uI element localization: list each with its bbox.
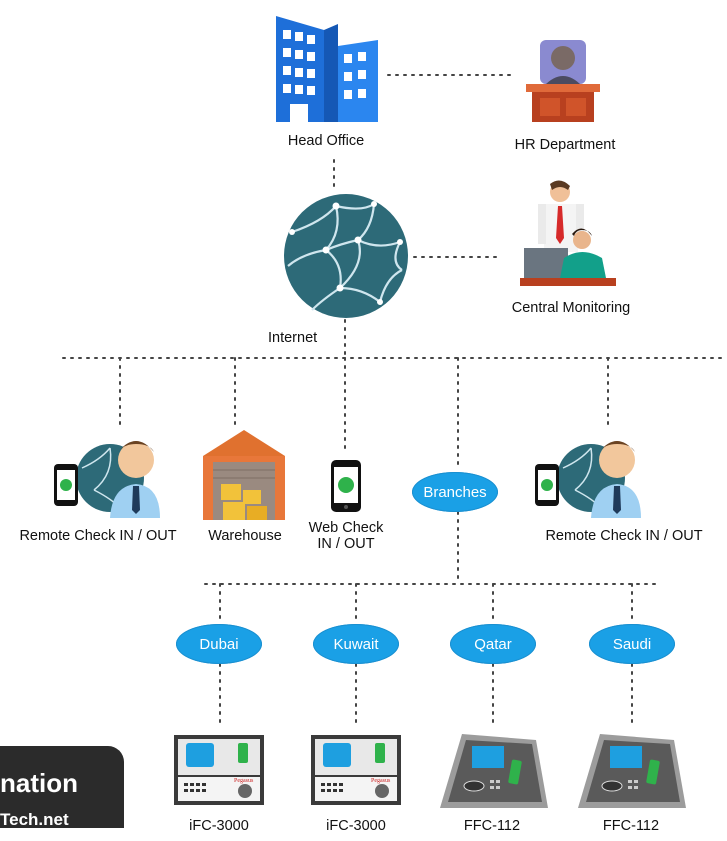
android-phone-icon bbox=[331, 460, 361, 512]
remote-check-left-label: Remote Check IN / OUT bbox=[19, 528, 177, 544]
web-check-label-line2: IN / OUT bbox=[317, 536, 375, 552]
hr-department-label: HR Department bbox=[514, 137, 616, 153]
watermark-line2: Tech.net bbox=[0, 810, 69, 828]
dubai-node: Dubai bbox=[176, 624, 262, 664]
device-label-kuwait: iFC-3000 bbox=[326, 818, 386, 834]
monitoring-team-icon bbox=[520, 180, 616, 286]
remote-user-phone-icon bbox=[54, 441, 160, 518]
biometric-terminal-icon: Pegasus bbox=[174, 735, 264, 805]
remote-user-phone-icon bbox=[535, 441, 641, 518]
face-terminal-icon bbox=[440, 734, 548, 808]
remote-check-right-label: Remote Check IN / OUT bbox=[545, 528, 703, 544]
office-building-icon bbox=[276, 16, 378, 122]
face-terminal-icon bbox=[578, 734, 686, 808]
brand-mark: Pegasus bbox=[371, 778, 391, 784]
warehouse-label: Warehouse bbox=[208, 528, 282, 544]
kuwait-node: Kuwait bbox=[313, 624, 399, 664]
device-label-qatar: FFC-112 bbox=[463, 818, 521, 834]
internet-globe-icon bbox=[284, 194, 408, 318]
watermark-badge: nation Tech.net bbox=[0, 746, 124, 828]
watermark-line1: nation bbox=[0, 768, 78, 798]
biometric-terminal-icon: Pegasus bbox=[311, 735, 401, 805]
branches-node: Branches bbox=[412, 472, 498, 512]
saudi-node: Saudi bbox=[589, 624, 675, 664]
web-check-label-line1: Web Check bbox=[308, 520, 384, 536]
head-office-label: Head Office bbox=[287, 133, 365, 149]
device-label-dubai: iFC-3000 bbox=[189, 818, 249, 834]
brand-mark: Pegasus bbox=[234, 778, 254, 784]
qatar-node: Qatar bbox=[450, 624, 536, 664]
manager-desk-icon bbox=[526, 40, 600, 122]
internet-label: Internet bbox=[268, 330, 318, 346]
device-label-saudi: FFC-112 bbox=[602, 818, 660, 834]
central-monitoring-label: Central Monitoring bbox=[511, 300, 631, 316]
warehouse-icon bbox=[203, 430, 285, 520]
